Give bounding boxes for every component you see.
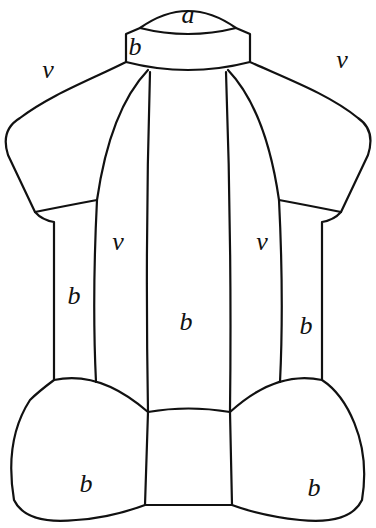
region-letter: b — [80, 471, 93, 497]
region-letter: b — [308, 475, 321, 501]
region-letter: b — [129, 34, 142, 60]
region-letter: v — [336, 47, 348, 73]
region-letter: a — [182, 2, 195, 28]
region-letter: v — [42, 57, 54, 83]
region-letter: b — [68, 283, 81, 309]
region-letter: b — [180, 309, 193, 335]
region-letter: b — [300, 313, 313, 339]
region-letter: v — [112, 229, 124, 255]
region-letter: v — [256, 229, 268, 255]
